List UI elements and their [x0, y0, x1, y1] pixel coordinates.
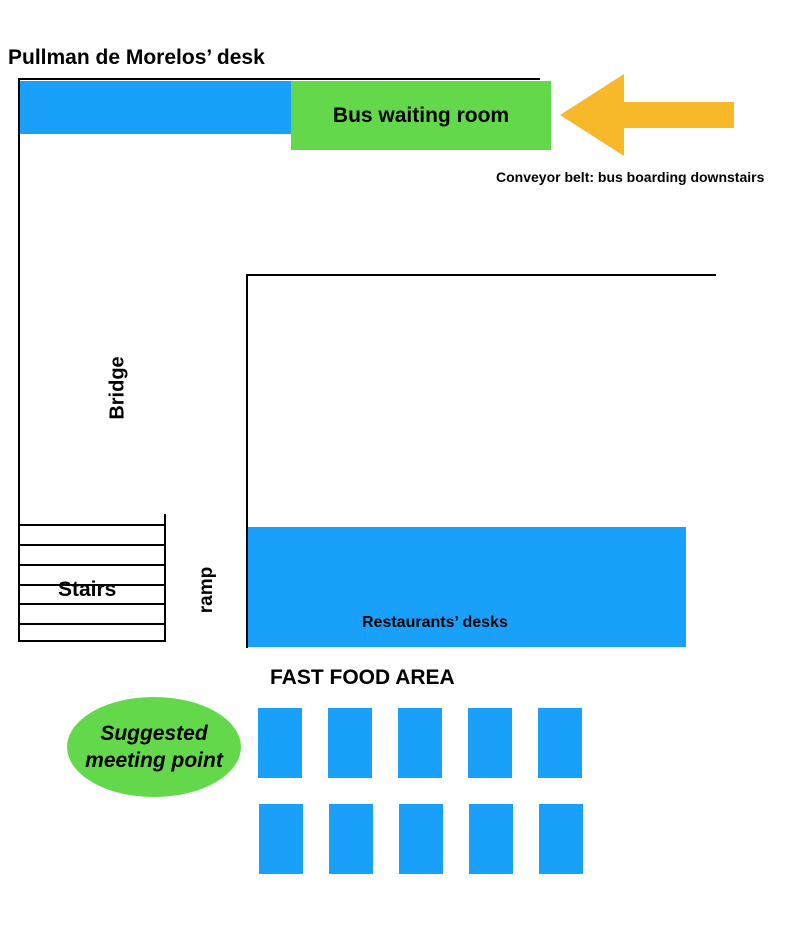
inner-top-wall-line — [246, 274, 716, 276]
stairs-right-line — [164, 514, 166, 642]
food-table — [399, 804, 443, 874]
food-table — [468, 708, 512, 778]
stair-step — [18, 544, 166, 546]
food-table — [328, 708, 372, 778]
left-arrow-icon — [560, 74, 734, 156]
stair-step — [18, 603, 166, 605]
stair-step — [18, 564, 166, 566]
food-table — [329, 804, 373, 874]
restaurants-desks-label: Restaurants’ desks — [362, 614, 508, 631]
fast-food-area-label: FAST FOOD AREA — [270, 666, 455, 689]
ramp-label: ramp — [196, 566, 217, 614]
stair-step — [18, 623, 166, 625]
inner-left-wall-line — [246, 274, 248, 648]
meeting-point-line1: Suggested — [100, 722, 208, 745]
bridge-left-wall-line — [18, 78, 20, 641]
stair-step — [18, 584, 166, 586]
bus-waiting-room: Bus waiting room — [291, 81, 551, 150]
food-table — [538, 708, 582, 778]
bridge-label: Bridge — [106, 356, 129, 420]
meeting-point-line2: meeting point — [85, 749, 223, 772]
food-table — [259, 804, 303, 874]
stairs — [18, 514, 166, 642]
stair-step — [18, 640, 166, 642]
bus-waiting-room-label: Bus waiting room — [332, 103, 510, 127]
top-wall-line — [18, 78, 540, 80]
restaurants-desks — [248, 527, 686, 647]
food-table — [469, 804, 513, 874]
stair-step — [18, 524, 166, 526]
map-title: Pullman de Morelos’ desk — [8, 46, 265, 69]
food-table — [398, 708, 442, 778]
pullman-desk-bar — [20, 81, 292, 134]
food-table — [258, 708, 302, 778]
conveyor-belt-label: Conveyor belt: bus boarding downstairs — [496, 169, 765, 185]
stairs-label: Stairs — [58, 578, 117, 601]
food-table — [539, 804, 583, 874]
meeting-point: Suggested meeting point — [67, 697, 241, 797]
